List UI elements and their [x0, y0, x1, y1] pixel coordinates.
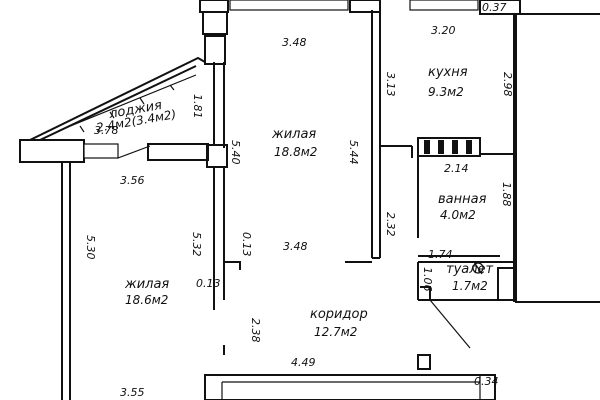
loggia-door	[83, 143, 119, 159]
walls	[19, 0, 600, 400]
dim-kitchen-right-height: 2.98	[501, 72, 514, 97]
toilet-fixture-line	[473, 261, 483, 275]
wall-column-top	[202, 11, 228, 35]
window-top-kitchen	[409, 0, 479, 11]
corridor-name: коридор	[310, 307, 368, 322]
vent-shaft-4	[466, 140, 472, 154]
toilet-name: туалет	[446, 262, 494, 277]
dim-loggia-side: 1.81	[191, 94, 204, 119]
wall-column-upper	[204, 35, 226, 65]
living-left-name: жилая	[124, 277, 169, 292]
wall-top-left	[199, 0, 229, 13]
riser-block	[497, 267, 515, 301]
dim-partition-height: 5.32	[190, 232, 203, 257]
vent-shaft-3	[452, 140, 458, 154]
living-top-name: жилая	[271, 127, 316, 142]
wall-bottom-exterior	[204, 374, 496, 400]
wall-column-mid	[206, 144, 228, 168]
corridor-area: 12.7м2	[314, 325, 357, 339]
dim-living-top-width: 3.48	[282, 36, 307, 49]
dim-living-left-height: 5.40	[229, 140, 242, 165]
dim-corridor-left-height: 2.38	[249, 318, 262, 343]
loggia-door-swing	[117, 145, 151, 159]
dim-bath-width: 2.14	[444, 162, 469, 175]
dimension-labels: 0.37 3.48 3.20 3.13 2.98 1.81 3.78 5.40 …	[84, 1, 514, 399]
dim-left-room-bottom-width: 3.55	[120, 386, 145, 399]
loggia-outer-diagonal	[29, 56, 206, 141]
dim-toilet-height: 1.06	[421, 267, 434, 292]
dim-jog-small-2: 0.13	[196, 277, 221, 290]
bathroom-name: ванная	[438, 192, 487, 207]
dim-jog-small: 0.13	[240, 232, 253, 257]
dim-top-right: 0.37	[482, 1, 507, 14]
door-swing-toilet	[429, 299, 471, 349]
dim-toilet-width: 1.74	[428, 248, 453, 261]
loggia-rail	[57, 74, 197, 132]
room-labels: лоджия 2.4м2(3.4м2) жилая 18.8м2 кухня 9…	[95, 65, 493, 339]
dim-bottom-right: 0.34	[474, 375, 499, 388]
dim-loggia-length: 3.78	[94, 124, 119, 137]
dim-living-right-height: 5.44	[347, 140, 360, 165]
wall-loggia-left-block	[19, 139, 85, 163]
vent-shaft-1	[424, 140, 430, 154]
wall-toilet-left	[417, 262, 431, 300]
loggia-ticks	[79, 84, 175, 133]
dim-kitchen-width: 3.20	[431, 24, 456, 37]
wall-corridor-right-stub	[417, 354, 431, 370]
wall-top-right-ext	[519, 0, 600, 15]
wall-loggia-right-block	[147, 143, 209, 161]
dim-kitchen-left-height: 3.13	[384, 72, 397, 97]
dim-bath-height: 1.88	[500, 182, 513, 207]
toilet-fixture	[472, 262, 484, 274]
dim-corridor-width: 4.49	[291, 356, 316, 369]
living-top-area: 18.8м2	[274, 145, 317, 159]
dim-left-room-top-width: 3.56	[120, 174, 145, 187]
kitchen-area: 9.3м2	[428, 85, 464, 99]
bathroom-area: 4.0м2	[440, 208, 476, 222]
vent-shaft-2	[438, 140, 444, 154]
ventilation-block	[417, 137, 481, 157]
dim-corridor-segment: 2.32	[384, 212, 397, 237]
kitchen-name: кухня	[428, 65, 468, 80]
living-left-area: 18.6м2	[125, 293, 168, 307]
dim-living-bottom-width: 3.48	[283, 240, 308, 253]
toilet-area: 1.7м2	[452, 279, 488, 293]
dim-left-room-height: 5.30	[84, 235, 97, 260]
window-top-living	[229, 0, 349, 11]
wall-top-mid	[349, 0, 381, 13]
